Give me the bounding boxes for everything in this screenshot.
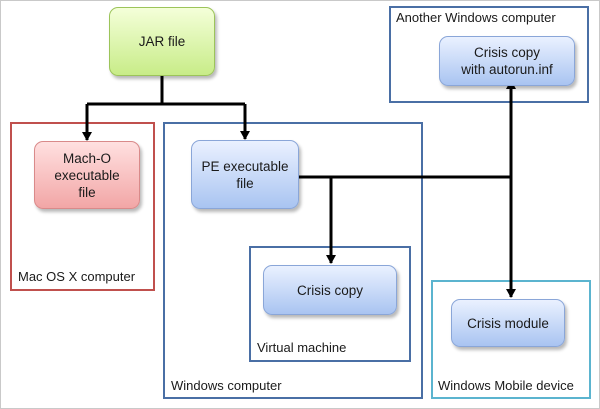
crisis-copy-autorun-node: Crisis copy with autorun.inf	[439, 36, 575, 86]
crisis-copy-vm-label: Crisis copy	[296, 282, 363, 298]
crisis-copy-vm-node: Crisis copy	[263, 265, 397, 315]
jar-file-node: JAR file	[109, 7, 215, 76]
windows-computer-container	[163, 122, 423, 399]
crisis-module-node: Crisis module	[451, 299, 565, 347]
pe-label-line1: PE executable	[201, 158, 289, 174]
windows-mobile-device-label: Windows Mobile device	[438, 378, 574, 393]
another-windows-computer-container	[389, 6, 589, 103]
jar-file-label: JAR file	[138, 34, 186, 49]
mac-os-x-computer-container	[10, 122, 155, 291]
pe-label-line2: file	[236, 175, 254, 191]
virtual-machine-label: Virtual machine	[257, 340, 347, 355]
mac-os-x-computer-label: Mac OS X computer	[18, 269, 136, 284]
mach-o-label-line1: Mach-O	[62, 150, 111, 166]
another-windows-computer-label: Another Windows computer	[396, 10, 556, 25]
mach-o-label-line2: executable	[54, 167, 120, 183]
crisis-copy-autorun-line1: Crisis copy	[473, 45, 540, 60]
pe-executable-node: PE executable file	[191, 140, 299, 209]
crisis-module-label: Crisis module	[467, 315, 549, 331]
mach-o-executable-node: Mach-O executable file	[34, 141, 140, 209]
mach-o-label-line3: file	[78, 184, 96, 200]
crisis-copy-autorun-line2: with autorun.inf	[461, 62, 553, 77]
windows-computer-label: Windows computer	[171, 378, 282, 393]
